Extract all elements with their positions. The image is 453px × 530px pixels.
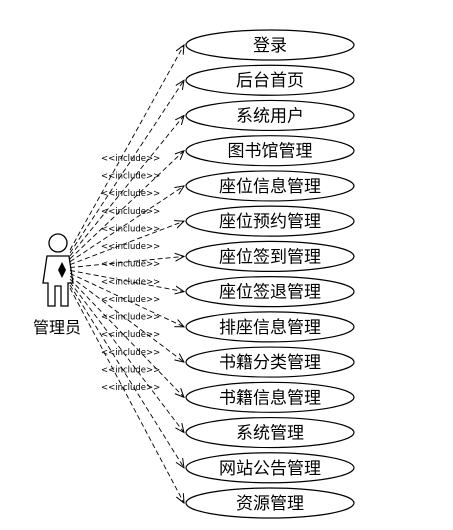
use-case-ellipse xyxy=(185,135,355,167)
use-case-ellipse xyxy=(185,170,355,202)
include-link xyxy=(69,278,184,397)
include-stereotype: <<include>> xyxy=(101,295,160,305)
include-link xyxy=(69,80,184,254)
include-stereotype: <<include>> xyxy=(101,277,160,287)
use-case: 书籍信息管理 xyxy=(185,381,355,413)
use-case: 书籍分类管理 xyxy=(185,346,355,378)
actor-figure xyxy=(42,233,74,307)
include-link xyxy=(69,287,184,503)
include-stereotype: <<include>> xyxy=(101,330,160,340)
use-case-label: 座位签退管理 xyxy=(219,283,321,303)
actor-badge-icon xyxy=(58,262,66,278)
use-case-ellipse xyxy=(185,381,355,413)
include-link xyxy=(69,45,184,251)
include-stereotype: <<include>> xyxy=(101,154,160,164)
use-case-label: 系统用户 xyxy=(236,106,304,126)
use-case-label: 系统管理 xyxy=(236,424,304,444)
use-case: 图书馆管理 xyxy=(185,135,355,167)
use-case-ellipse xyxy=(185,416,355,449)
use-case: 后台首页 xyxy=(185,64,355,96)
use-case-ellipse xyxy=(185,205,355,237)
include-link xyxy=(69,270,184,291)
use-case: 系统管理 xyxy=(185,416,355,449)
include-link xyxy=(69,272,184,326)
include-stereotype: <<include>> xyxy=(101,172,160,182)
use-case-label: 座位信息管理 xyxy=(219,177,321,197)
use-case-label: 登录 xyxy=(253,36,287,56)
use-case: 登录 xyxy=(185,29,355,61)
use-case-label: 书籍分类管理 xyxy=(219,353,321,373)
use-case-label: 网站公告管理 xyxy=(219,459,321,479)
include-link xyxy=(69,284,184,468)
include-stereotype: <<include>> xyxy=(101,365,160,375)
include-stereotype: <<include>> xyxy=(101,383,160,393)
use-case: 座位信息管理 xyxy=(185,170,355,202)
use-case-label: 座位预约管理 xyxy=(219,212,321,232)
include-stereotype: <<include>> xyxy=(101,189,160,199)
use-case-label: 后台首页 xyxy=(236,71,304,91)
use-case-ellipse xyxy=(185,452,355,484)
include-stereotype: <<include>> xyxy=(101,348,160,358)
include-link xyxy=(69,151,184,260)
use-case-ellipse xyxy=(185,240,355,272)
include-labels: <<include>> <<include>> <<include>> <<inclu… xyxy=(101,154,160,393)
use-case-ellipse xyxy=(185,346,355,378)
use-case: 资源管理 xyxy=(185,487,355,519)
use-case: 系统用户 xyxy=(185,99,355,132)
use-case-ellipse xyxy=(185,29,355,61)
include-stereotype: <<include>> xyxy=(101,313,160,323)
use-case-label: 排座信息管理 xyxy=(219,318,321,338)
include-stereotype: <<include>> xyxy=(101,224,160,234)
association-links xyxy=(69,45,184,503)
include-link xyxy=(69,221,184,266)
use-case-label: 座位签到管理 xyxy=(219,247,321,267)
use-case: 座位预约管理 xyxy=(185,205,355,237)
use-case-ellipse xyxy=(185,311,355,343)
include-link xyxy=(69,256,184,268)
use-case-label: 资源管理 xyxy=(236,494,304,514)
actor-name: 管理员 xyxy=(33,318,81,337)
use-case-ellipse xyxy=(185,276,355,308)
include-stereotype: <<include>> xyxy=(101,242,160,252)
include-link xyxy=(69,115,184,257)
use-case-ellipse xyxy=(185,64,355,96)
use-case: 座位签到管理 xyxy=(185,240,355,272)
include-link xyxy=(69,186,184,263)
include-stereotype: <<include>> xyxy=(101,260,160,270)
include-stereotype: <<include>> xyxy=(101,207,160,217)
actor-body xyxy=(42,255,74,307)
use-case: 座位签退管理 xyxy=(185,276,355,308)
use-case: 网站公告管理 xyxy=(185,452,355,484)
use-case: 排座信息管理 xyxy=(185,311,355,343)
actor-head xyxy=(48,233,68,253)
use-case-label: 书籍信息管理 xyxy=(219,388,321,408)
use-case-ellipse xyxy=(185,487,355,519)
use-case-label: 图书馆管理 xyxy=(228,142,313,162)
use-case-ellipse xyxy=(185,99,355,132)
use-case-list: 登录后台首页系统用户图书馆管理座位信息管理座位预约管理座位签到管理座位签退管理排… xyxy=(185,29,355,519)
